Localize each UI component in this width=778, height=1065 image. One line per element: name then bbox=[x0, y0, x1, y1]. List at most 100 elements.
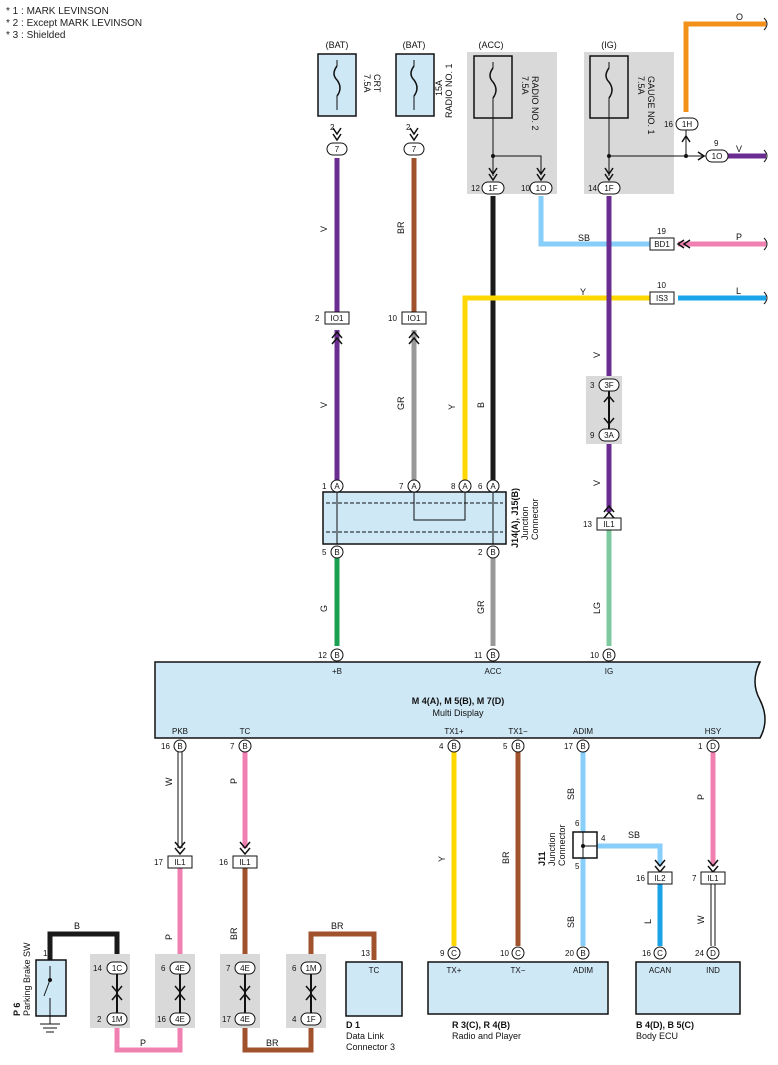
svg-text:SB: SB bbox=[566, 916, 576, 928]
radio-t2-name: TX− bbox=[511, 966, 526, 975]
md-bot-4-name: TX1− bbox=[508, 727, 528, 736]
fuse-crt: (BAT) 7.5A CRT 2 bbox=[317, 40, 382, 132]
conn-1f-b-pin: 4 bbox=[292, 1015, 297, 1024]
radio-t3-name: ADIM bbox=[573, 966, 593, 975]
conn-is3: IS3 bbox=[656, 294, 669, 303]
svg-text:P: P bbox=[140, 1038, 146, 1048]
md-top-3-pin: 10 bbox=[590, 651, 599, 660]
conn-io1-a: IO1 bbox=[331, 314, 344, 323]
svg-text:Y: Y bbox=[437, 856, 447, 862]
svg-text:W: W bbox=[696, 915, 706, 924]
dlc-id: D 1 bbox=[346, 1020, 360, 1030]
ecu-t2-name: IND bbox=[706, 966, 720, 975]
j-top-3-letter: A bbox=[462, 482, 468, 491]
conn-4e-a-pin: 6 bbox=[161, 964, 166, 973]
fuse-crt-name: CRT bbox=[372, 74, 382, 93]
j-bot-1-letter: B bbox=[334, 548, 339, 557]
md-bot-1-letter: B bbox=[177, 742, 182, 751]
fuse-crt-supply: (BAT) bbox=[326, 40, 349, 50]
md-bot-1-pin: 16 bbox=[161, 742, 170, 751]
wires bbox=[47, 21, 766, 1053]
radio-t1-letter: C bbox=[451, 949, 457, 958]
conn-io1-a-pin: 2 bbox=[315, 314, 320, 323]
wire-letters: V BR V GR Y B V V LG G GR SB Y W P Y BR … bbox=[74, 221, 706, 1048]
svg-text:G: G bbox=[319, 605, 329, 612]
fuse-radio2: (ACC) 7.5A RADIO NO. 2 12 10 bbox=[467, 40, 557, 194]
conn-bd1-pin: 19 bbox=[657, 227, 666, 236]
conn-il1-tc-pin: 16 bbox=[219, 858, 228, 867]
fuse-radio1-name: RADIO NO. 1 bbox=[444, 63, 454, 118]
md-bot-1-name: PKB bbox=[172, 727, 188, 736]
md-bot-2-letter: B bbox=[242, 742, 247, 751]
conn-io1-b-pin: 10 bbox=[388, 314, 397, 323]
radio-t2-pin: 10 bbox=[500, 949, 509, 958]
md-bot-5-pin: 17 bbox=[564, 742, 573, 751]
fuse-gauge1-supply: (IG) bbox=[601, 40, 617, 50]
multi-display: M 4(A), M 5(B), M 7(D) Multi Display B 1… bbox=[154, 648, 766, 753]
j-top-4-pin: 6 bbox=[478, 482, 483, 491]
md-bot-6-name: HSY bbox=[705, 727, 722, 736]
fuse-radio2-supply: (ACC) bbox=[479, 40, 504, 50]
j-top-1-letter: A bbox=[334, 482, 340, 491]
svg-text:GR: GR bbox=[476, 600, 486, 614]
conn-il2: IL2 bbox=[654, 874, 666, 883]
conn-3f-pin: 3 bbox=[590, 381, 595, 390]
md-top-1-name: +B bbox=[332, 667, 342, 676]
md-top-3-letter: B bbox=[606, 651, 611, 660]
conn-1c: 1C bbox=[112, 964, 122, 973]
j-bot-2-pin: 2 bbox=[478, 548, 483, 557]
edge-label-v: V bbox=[736, 144, 742, 154]
fuse-gauge1-name: GAUGE NO. 1 bbox=[646, 76, 656, 135]
fuse-radio2-rating: 7.5A bbox=[520, 76, 530, 95]
md-top-1-pin: 12 bbox=[318, 651, 327, 660]
fuse-radio2-pin-a: 12 bbox=[471, 184, 480, 193]
edge-label-o: O bbox=[736, 12, 743, 22]
radio-id: R 3(C), R 4(B) bbox=[452, 1020, 510, 1030]
note-1: * 1 : MARK LEVINSON bbox=[6, 6, 109, 17]
svg-text:BR: BR bbox=[266, 1038, 279, 1048]
body-ecu: C 16 ACAN D 24 IND B 4(D), B 5(C) Body E… bbox=[635, 946, 741, 1041]
md-bot-3-name: TX1+ bbox=[444, 727, 464, 736]
dlc-pin: 13 bbox=[361, 949, 370, 958]
conn-1c-pin: 14 bbox=[93, 964, 102, 973]
conn-1m-b-pin: 6 bbox=[292, 964, 297, 973]
svg-text:BR: BR bbox=[229, 927, 239, 940]
inline-connectors-bottom: 1C 14 1M 2 4E 6 4E 16 4E 7 4E 17 bbox=[90, 954, 326, 1028]
parking-id: P 6 bbox=[12, 1003, 22, 1016]
svg-text:BR: BR bbox=[396, 221, 406, 234]
svg-text:P: P bbox=[229, 778, 239, 784]
fuse-gauge1-pin: 14 bbox=[588, 184, 597, 193]
radio-t3-letter: B bbox=[580, 949, 585, 958]
j-top-1-pin: 1 bbox=[322, 482, 327, 491]
note-2: * 2 : Except MARK LEVINSON bbox=[6, 18, 143, 29]
fuse-radio1-pin: 2 bbox=[406, 123, 411, 132]
conn-radio1: 7 bbox=[412, 145, 417, 154]
conn-pair-4e-tc: 4E 7 4E 17 bbox=[222, 961, 256, 1026]
j11-pin-6: 6 bbox=[575, 819, 580, 828]
conn-4e-b: 4E bbox=[175, 1015, 185, 1024]
fuse-crt-pin: 2 bbox=[330, 123, 335, 132]
conn-il1-hsy-pin: 7 bbox=[692, 874, 697, 883]
radio-t1-name: TX+ bbox=[447, 966, 462, 975]
svg-text:SB: SB bbox=[628, 830, 640, 840]
conn-1m: 1M bbox=[111, 1015, 122, 1024]
fuse-radio2-name: RADIO NO. 2 bbox=[530, 76, 540, 131]
svg-text:P: P bbox=[164, 934, 174, 940]
conn-crt: 7 bbox=[335, 145, 340, 154]
j11-pin-5: 5 bbox=[575, 862, 580, 871]
conn-4e-d-pin: 17 bbox=[222, 1015, 231, 1024]
svg-text:V: V bbox=[592, 480, 602, 486]
md-bot-3-pin: 4 bbox=[439, 742, 444, 751]
md-bot-4-pin: 5 bbox=[503, 742, 508, 751]
diagram-notes: * 1 : MARK LEVINSON * 2 : Except MARK LE… bbox=[6, 6, 142, 42]
radio-player: C 9 TX+ C 10 TX− B 20 ADIM R 3(C), R 4(B… bbox=[427, 946, 609, 1041]
junction-connector-j14-j15: J14(A), J15(B) Junction Connector A 1 A … bbox=[322, 479, 540, 559]
conn-1h-pin: 16 bbox=[664, 120, 673, 129]
parking-name: Parking Brake SW bbox=[22, 942, 32, 1016]
edge-label-l: L bbox=[736, 286, 741, 296]
conn-bd1: BD1 bbox=[654, 240, 670, 249]
md-bot-3-letter: B bbox=[451, 742, 456, 751]
md-bot-5-letter: B bbox=[580, 742, 585, 751]
svg-text:V: V bbox=[319, 226, 329, 232]
conn-pair-1m-1f: 1M 6 1F 4 bbox=[292, 961, 322, 1026]
